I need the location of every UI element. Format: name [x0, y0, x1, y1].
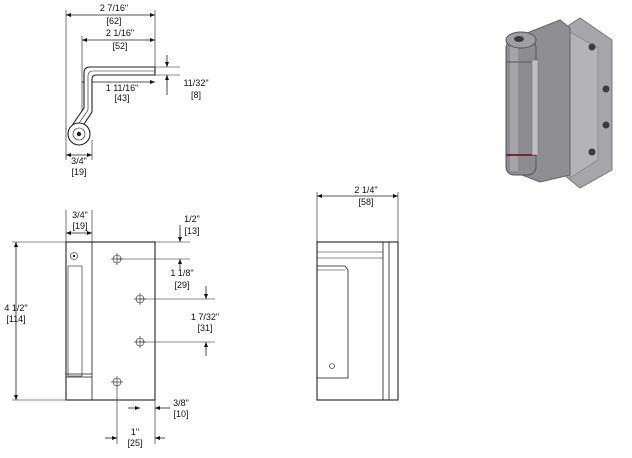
dim-front-knuckle-imperial: 3/4"	[72, 210, 88, 220]
dim-front-knuckle-metric: [19]	[72, 221, 87, 231]
side-view: 2 1/4" [58]	[316, 185, 399, 401]
dim-side-width-imperial: 2 1/4"	[354, 185, 377, 195]
top-view: 2 7/16" [62] 2 1/16" [52] 11/32" [8] 1 1…	[65, 3, 209, 177]
dim-leaf-thickness-imperial: 11/32"	[183, 78, 208, 88]
dim-overall-width-imperial: 2 7/16"	[100, 3, 128, 13]
dim-height-imperial: 4 1/2"	[4, 303, 27, 313]
dim-leaf-width-imperial: 2 1/16"	[106, 28, 134, 38]
dim-side-width-metric: [58]	[358, 197, 373, 207]
dim-spacing1-imperial: 1 1/8"	[170, 268, 193, 278]
dim-bottom-hole-imperial: 3/8"	[173, 398, 189, 408]
dim-bottom-hole-metric: [10]	[173, 409, 188, 419]
dim-knuckle-imperial: 3/4"	[71, 156, 87, 166]
hinge-3d-render	[505, 17, 613, 189]
dim-leaf-width-metric: [52]	[112, 41, 127, 51]
dim-spacing1-metric: [29]	[174, 280, 189, 290]
front-view: 3/4" [19] 4 1/2" [114]	[4, 210, 219, 448]
dim-offset-metric: [43]	[114, 93, 129, 103]
dim-spacing2-imperial: 1 7/32"	[191, 312, 219, 322]
dim-knuckle-metric: [19]	[71, 167, 86, 177]
dim-leaf-thickness-metric: [8]	[191, 90, 201, 100]
dim-top-hole-metric: [13]	[184, 226, 199, 236]
dim-offset-imperial: 1 11/16"	[106, 83, 139, 93]
dim-hole-offset-metric: [25]	[127, 438, 142, 448]
dim-top-hole-imperial: 1/2"	[184, 214, 200, 224]
dim-spacing2-metric: [31]	[197, 323, 212, 333]
dim-overall-width-metric: [62]	[106, 16, 121, 26]
dim-height-metric: [114]	[6, 314, 25, 324]
dim-hole-offset-imperial: 1"	[131, 427, 139, 437]
